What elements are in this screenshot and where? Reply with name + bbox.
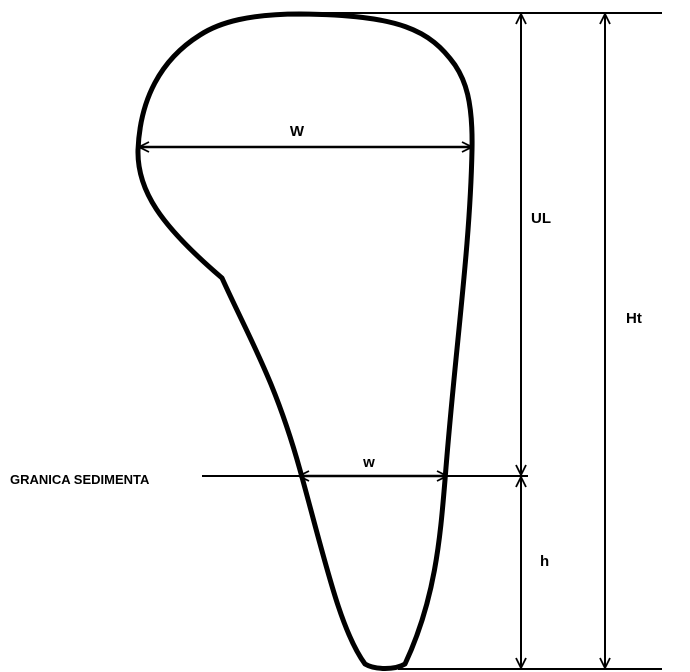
tooth-outline xyxy=(135,11,475,671)
upper-length-label: UL xyxy=(531,210,551,227)
lower-height-label: h xyxy=(540,553,549,570)
width-max-label: W xyxy=(290,123,305,140)
total-height-label: Ht xyxy=(626,310,642,327)
width-at-boundary-label: w xyxy=(362,454,375,471)
boundary-label: GRANICA SEDIMENTA xyxy=(10,472,150,487)
